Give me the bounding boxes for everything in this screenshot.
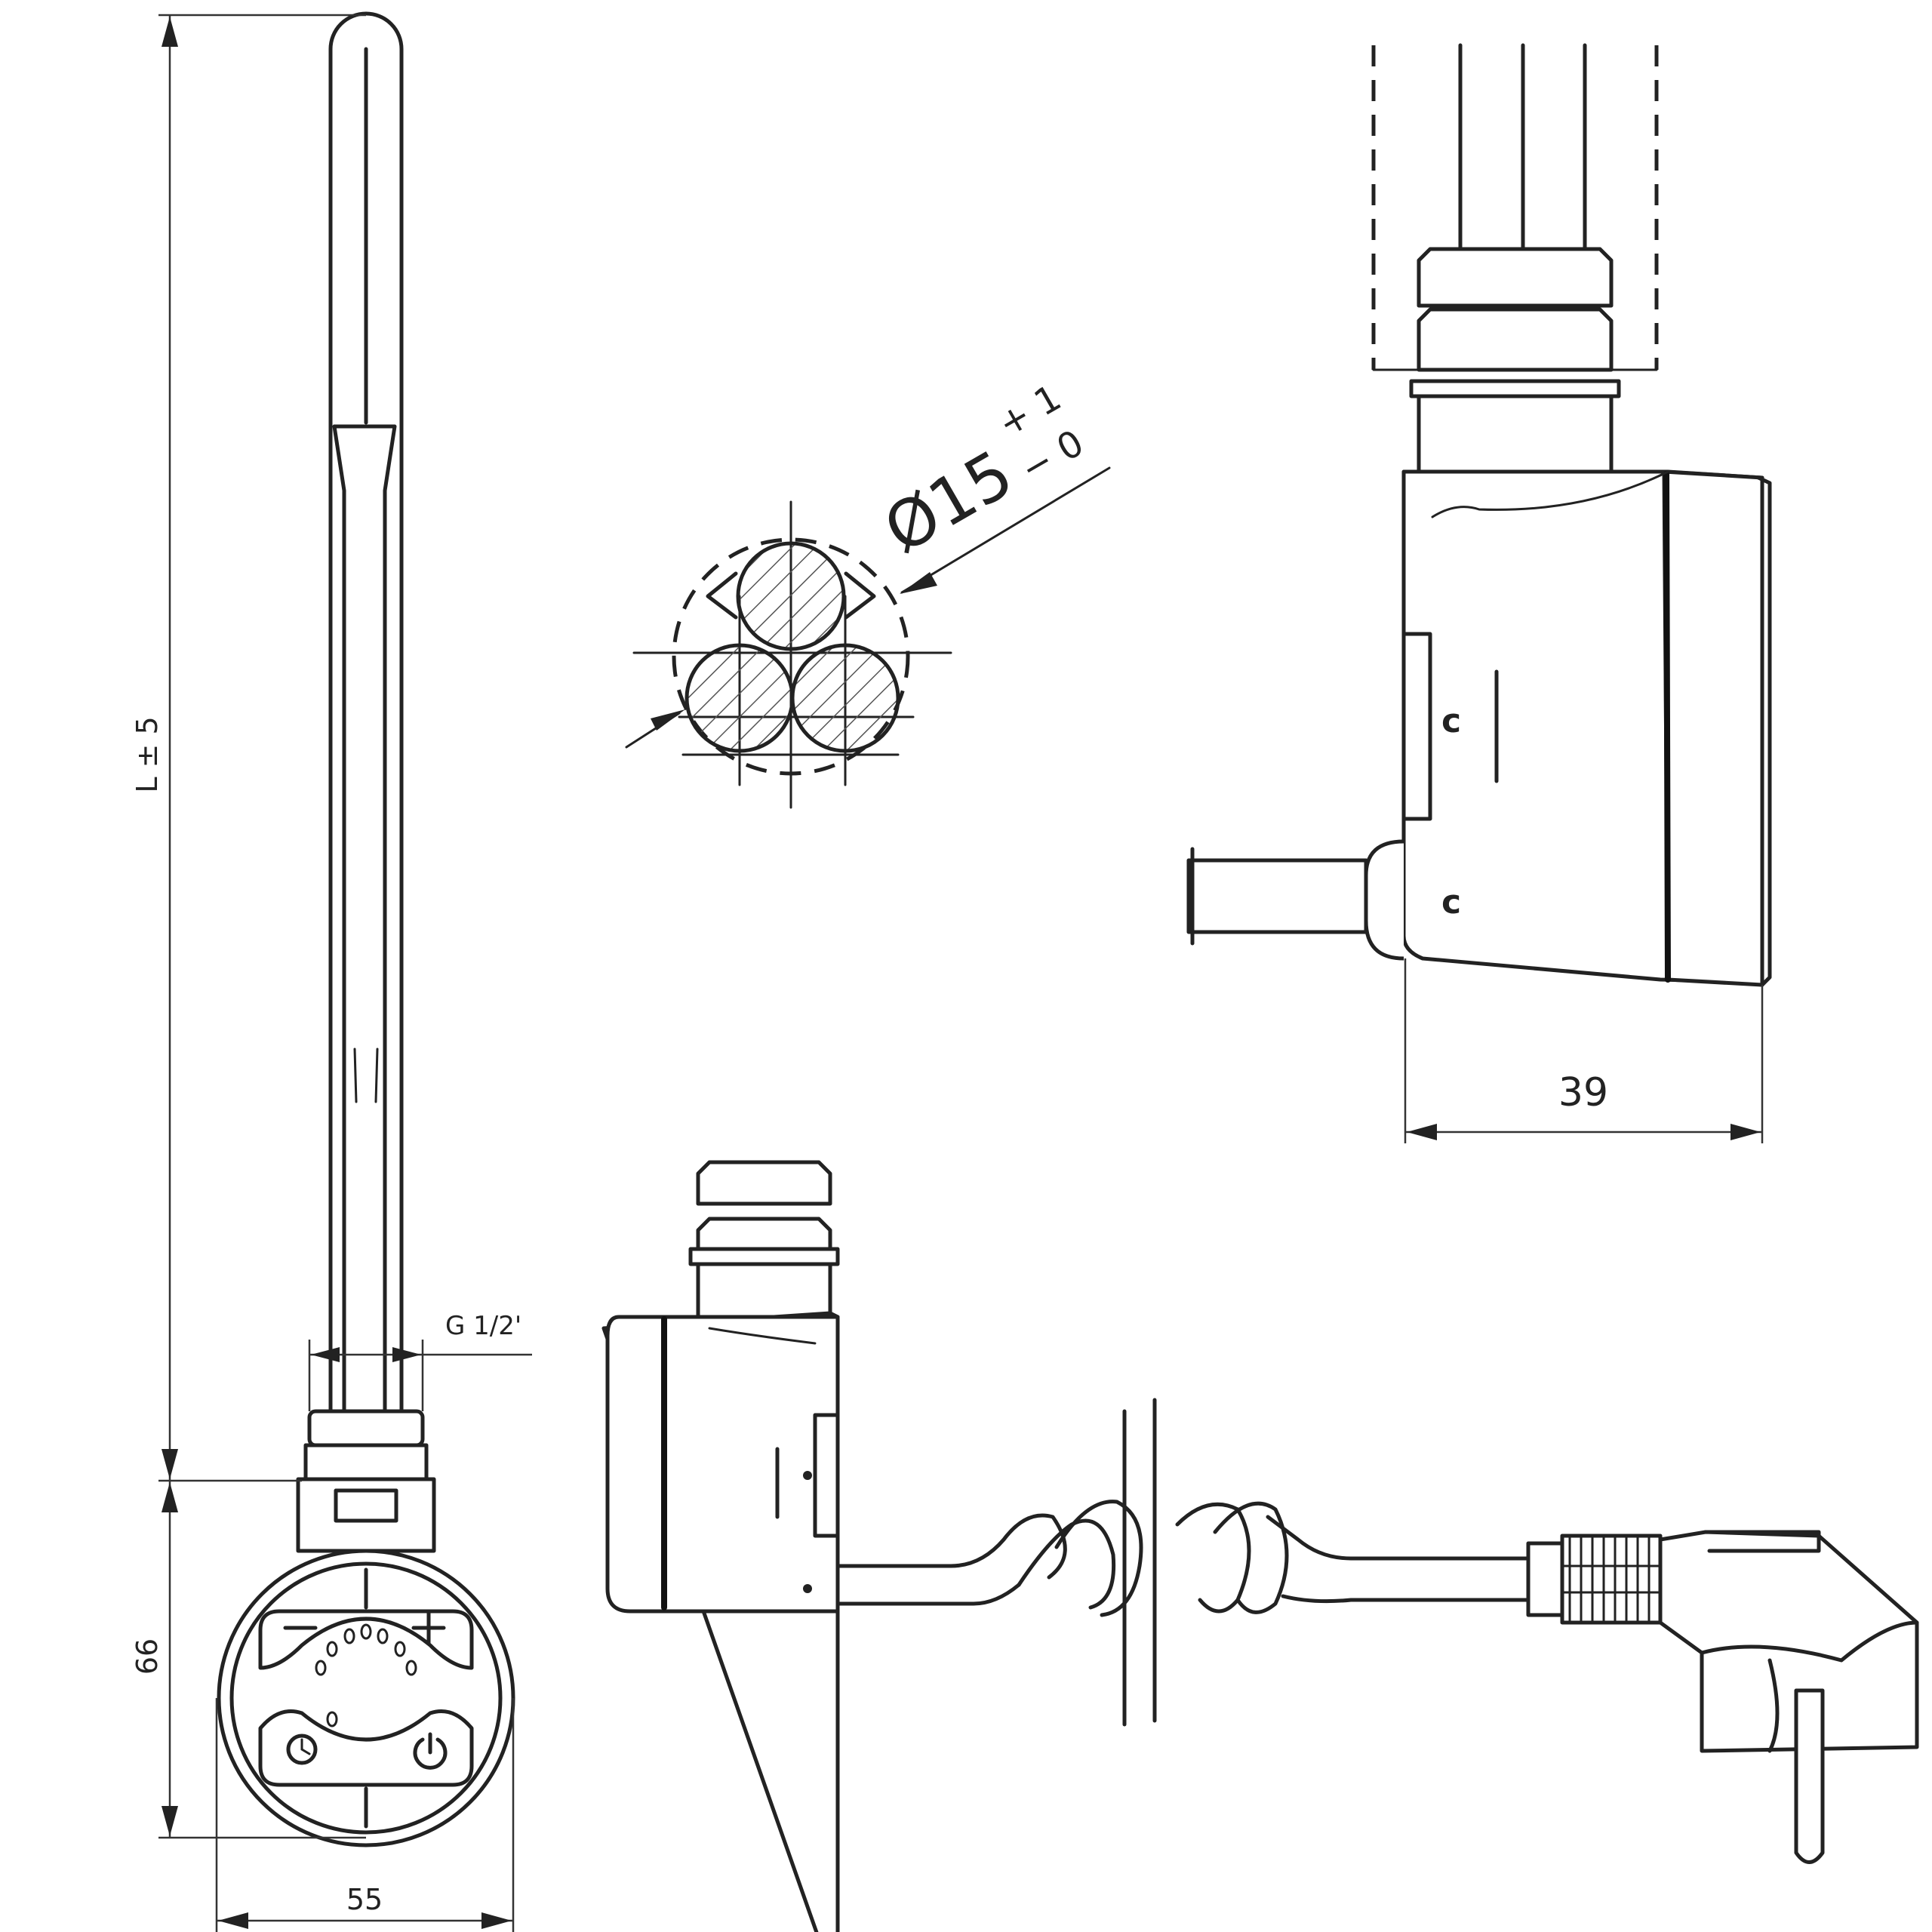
height-dimension: 66 [131, 1638, 164, 1675]
length-dimension: L ± 5 [131, 716, 164, 792]
diameter-label: Ø15 [872, 436, 1026, 568]
c-label-lower: c [1441, 883, 1461, 921]
thread-dimension: G 1/2' [445, 1311, 521, 1341]
iso-view [601, 1160, 1919, 1932]
width-dimension-front: 55 [346, 1883, 383, 1916]
c-label-upper: c [1441, 702, 1461, 740]
plus-icon[interactable] [411, 1611, 446, 1645]
cross-section: Ø15 + 1 − 0 [625, 377, 1111, 809]
power-icon[interactable] [413, 1732, 448, 1770]
timer-icon[interactable] [286, 1734, 318, 1765]
front-view: L ± 5 66 55 G 1/2' [131, 11, 532, 1932]
width-dimension-side: 39 [1558, 1070, 1608, 1115]
side-view: c c 39 [1186, 43, 1772, 1143]
